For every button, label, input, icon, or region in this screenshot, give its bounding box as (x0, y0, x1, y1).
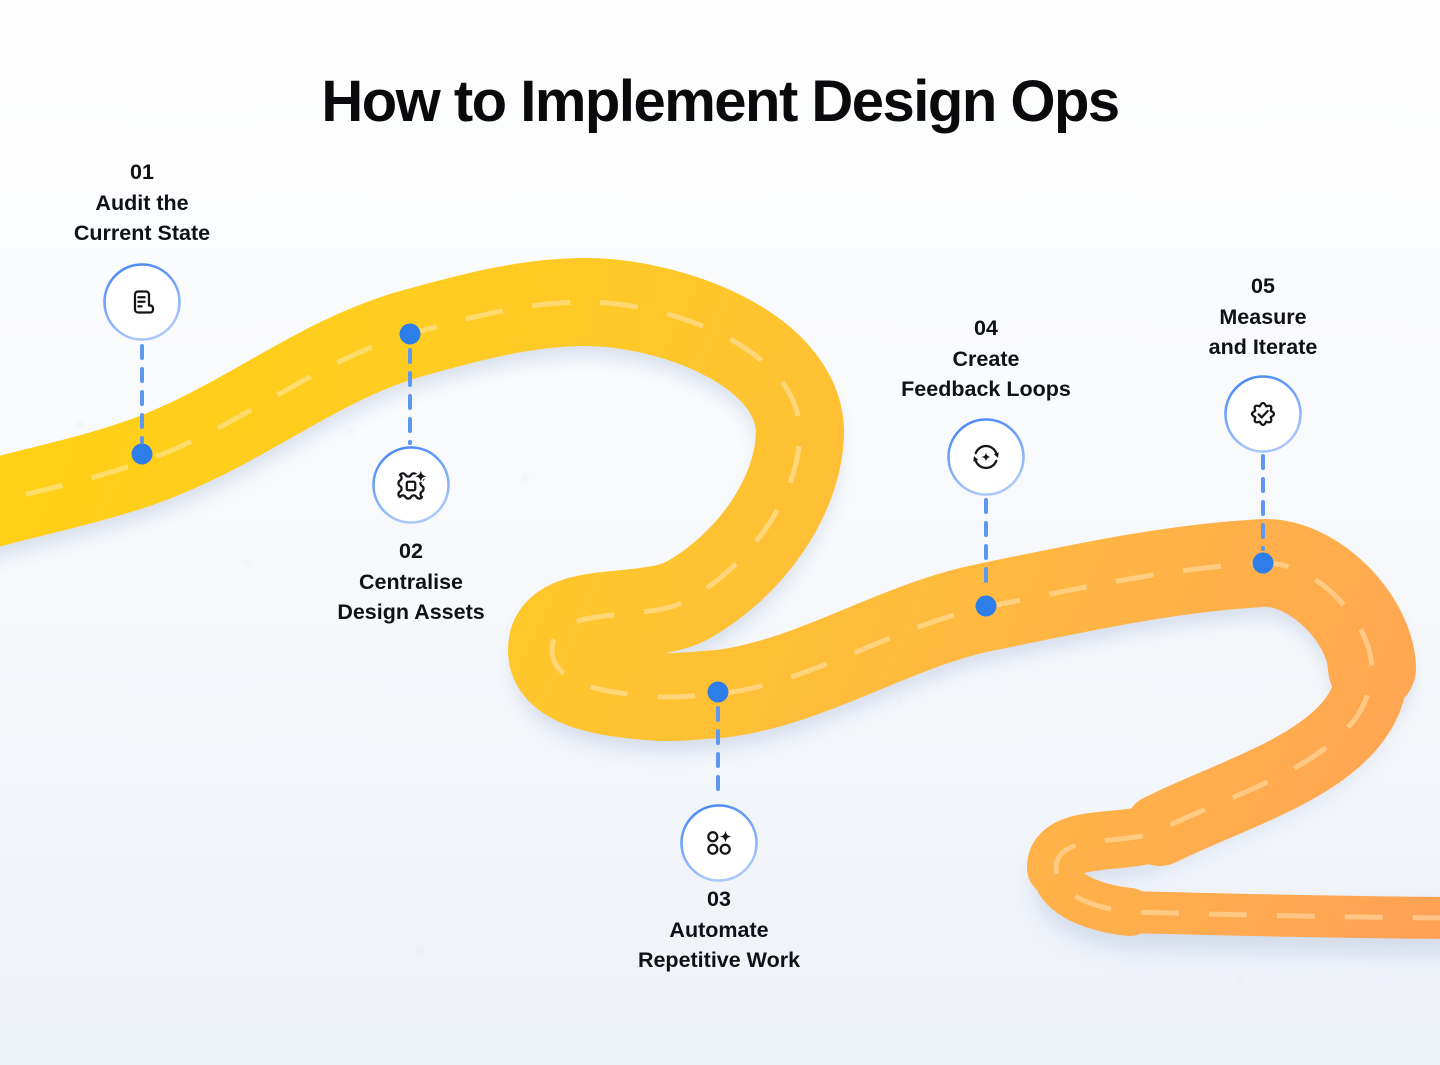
step-03-road-dot (707, 681, 729, 703)
road-tail-1 (1124, 632, 1408, 866)
step-04-road-dot (975, 595, 997, 617)
stamp-frame-sparkle-icon (397, 470, 427, 500)
road-center-dash-line (0, 299, 1440, 921)
step-01-label-line-1: Audit the (95, 191, 189, 215)
step-05-number: 05 (1251, 274, 1275, 298)
step-05-circle (1224, 375, 1302, 453)
step-01-label: 01 Audit the Current State (0, 157, 292, 248)
step-04-marker (947, 418, 1025, 617)
page-title: How to Implement Design Ops (321, 69, 1120, 134)
step-01-road-dot (131, 443, 153, 465)
step-02-road-dot (399, 323, 421, 345)
step-03-label-line-2: Repetitive Work (637, 948, 801, 972)
step-04-label: 04 Create Feedback Loops (836, 313, 1136, 404)
circles-sparkle-icon (707, 830, 732, 855)
step-02-circle (372, 446, 450, 524)
step-02-label-line-1: Centralise (359, 570, 463, 594)
step-03-label-line-1: Automate (669, 918, 769, 942)
step-05-road-dot (1252, 552, 1274, 574)
badge-check-icon (1250, 401, 1276, 427)
step-02-label-line-2: Design Assets (337, 600, 485, 624)
step-05-label: 05 Measure and Iterate (1113, 271, 1413, 362)
step-02-marker (372, 323, 450, 524)
step-03-number: 03 (707, 887, 731, 911)
step-05-marker (1224, 375, 1302, 574)
step-04-label-line-2: Feedback Loops (901, 377, 1071, 401)
step-05-label-line-1: Measure (1219, 305, 1307, 329)
sparkle-glyph (719, 830, 732, 843)
step-02-label: 02 Centralise Design Assets (261, 536, 561, 627)
step-04-number: 04 (974, 316, 998, 340)
step-04-label-line-1: Create (952, 347, 1020, 371)
step-02-number: 02 (399, 539, 423, 563)
step-03-circle (680, 804, 758, 882)
step-03-marker (680, 681, 758, 882)
step-01-label-line-2: Current State (73, 221, 211, 245)
sparkle-glyph (414, 470, 427, 483)
sync-loop-sparkle-icon (973, 444, 999, 470)
step-03-label: 03 Automate Repetitive Work (569, 884, 869, 975)
road (0, 257, 1440, 939)
step-01-number: 01 (130, 160, 154, 184)
sparkle-glyph (981, 452, 991, 462)
step-01-marker (103, 263, 181, 465)
document-audit-icon (133, 290, 155, 314)
step-05-label-line-2: and Iterate (1208, 335, 1318, 359)
